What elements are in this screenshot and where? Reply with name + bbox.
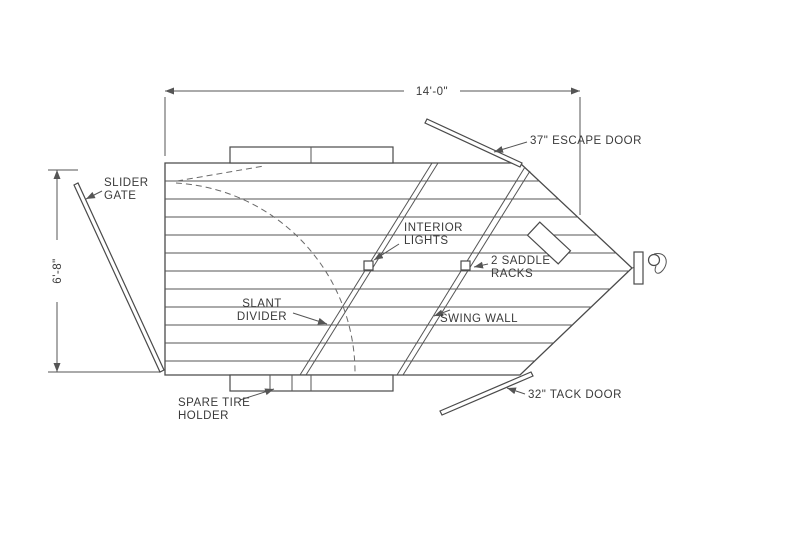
length-dimension-label: 14'-0" [416,86,448,98]
height-dimension: 6'-8" [48,169,160,373]
slider-gate-label-line1: SLIDER [104,177,149,189]
saddle-racks-leader-line [473,261,489,269]
slider-gate-leader-line [85,190,103,200]
swing-wall-line [402,170,531,376]
escape-door-label: 37" ESCAPE DOOR [530,135,642,147]
swing-wall-line [396,166,526,376]
saddle-racks-label-line2: RACKS [491,268,533,280]
swing-paths [175,165,356,373]
hitch-coupler [631,251,667,285]
height-dimension-label: 6'-8" [52,258,64,283]
gate-open-position-dashed-line [176,165,265,182]
callout-interior-lights: INTERIOR LIGHTS [373,222,463,261]
callout-spare-tire-holder: SPARE TIRE HOLDER [178,388,275,422]
spare-tire-label-line2: HOLDER [178,410,229,422]
swing-wall-label: SWING WALL [440,313,518,325]
spare-tire-leader-line [239,388,275,401]
open-doors [73,118,534,416]
saddle-rack [526,221,572,265]
callout-escape-door: 37" ESCAPE DOOR [493,135,642,153]
gate-swing-arc [175,182,356,373]
spare-tire-label-line1: SPARE TIRE [178,397,250,409]
callout-swing-wall: SWING WALL [433,309,518,325]
wheel-fenders [229,146,394,392]
slant-divider-leader-line [292,312,328,325]
slider-gate-label-line2: GATE [104,190,136,202]
tack-door-panel [439,371,534,416]
trailer-body-outline [164,162,633,376]
swing-wall-leader-line [433,309,451,317]
tack-door-leader-line [506,387,526,395]
interior-lights-label-line2: LIGHTS [404,235,449,247]
callout-saddle-racks: 2 SADDLE RACKS [473,255,551,280]
callout-slider-gate: SLIDER GATE [85,177,149,202]
interior-lights-leader-line [373,243,400,261]
length-dimension: 14'-0" [164,86,581,215]
interior-light-fixtures [363,260,471,271]
interior-lights-label-line1: INTERIOR [404,222,463,234]
escape-door-leader-line [493,141,528,153]
interior-light-square [460,260,471,271]
saddle-racks-label-line1: 2 SADDLE [491,255,551,267]
callout-slant-divider: SLANT DIVIDER [237,298,328,325]
slider-gate-panel [73,182,165,373]
coupler-ball-circle [647,253,661,267]
callout-tack-door: 32" TACK DOOR [506,387,622,401]
slant-divider-label-line1: SLANT [242,298,282,310]
coupler-latch-handle [653,252,667,274]
interior-light-square [363,260,374,271]
coupler-body [633,251,644,285]
escape-door-panel [424,118,523,168]
slant-divider-label-line2: DIVIDER [237,311,287,323]
tack-door-label: 32" TACK DOOR [528,389,622,401]
